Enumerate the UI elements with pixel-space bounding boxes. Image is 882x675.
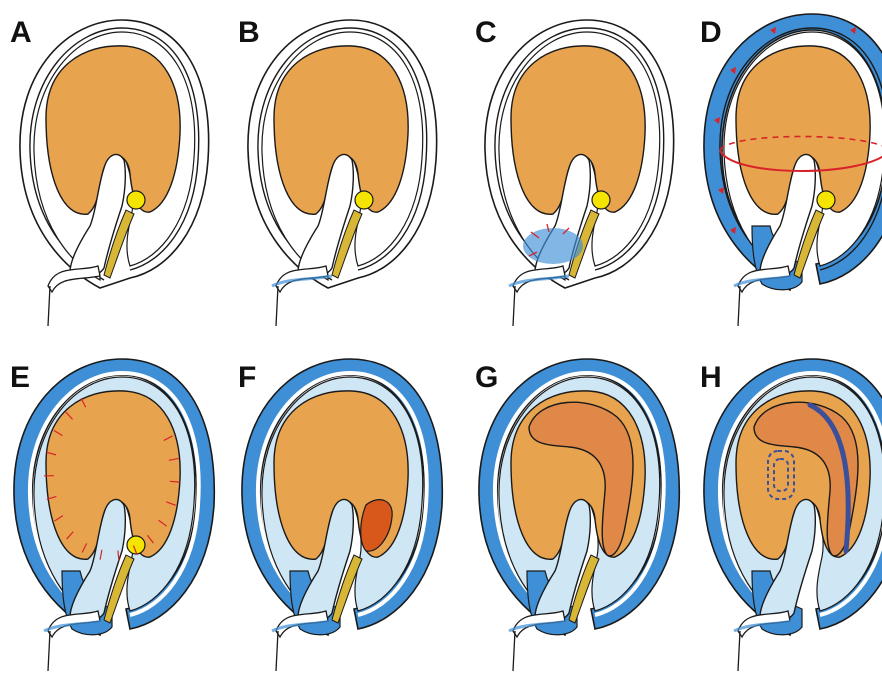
sperm-head (592, 191, 610, 209)
panel-h: H (700, 359, 882, 671)
sperm-head (355, 191, 373, 209)
panel-label: A (10, 16, 32, 49)
stalk (48, 286, 50, 326)
panel-label: G (475, 361, 498, 394)
stalk (513, 631, 515, 671)
panel-label: E (10, 361, 30, 394)
panel-label: C (475, 16, 497, 49)
stalk (738, 286, 740, 326)
sperm-head (127, 191, 145, 209)
panel-g: G (475, 359, 679, 671)
panel-label: B (238, 16, 260, 49)
panel-c: C (475, 16, 674, 326)
stalk (276, 631, 278, 671)
surface-tick (170, 481, 180, 482)
panel-label: H (700, 361, 722, 394)
panel-b: B (238, 16, 437, 326)
panel-d: D (700, 14, 882, 326)
stalk (738, 631, 740, 671)
panel-label: F (238, 361, 256, 394)
stalk (276, 286, 278, 326)
panel-label: D (700, 16, 722, 49)
stalk (513, 286, 515, 326)
panel-e: E (10, 359, 214, 671)
panel-a: A (10, 16, 209, 326)
sperm-head (817, 191, 835, 209)
panel-f: F (238, 359, 442, 671)
stalk (48, 631, 50, 671)
